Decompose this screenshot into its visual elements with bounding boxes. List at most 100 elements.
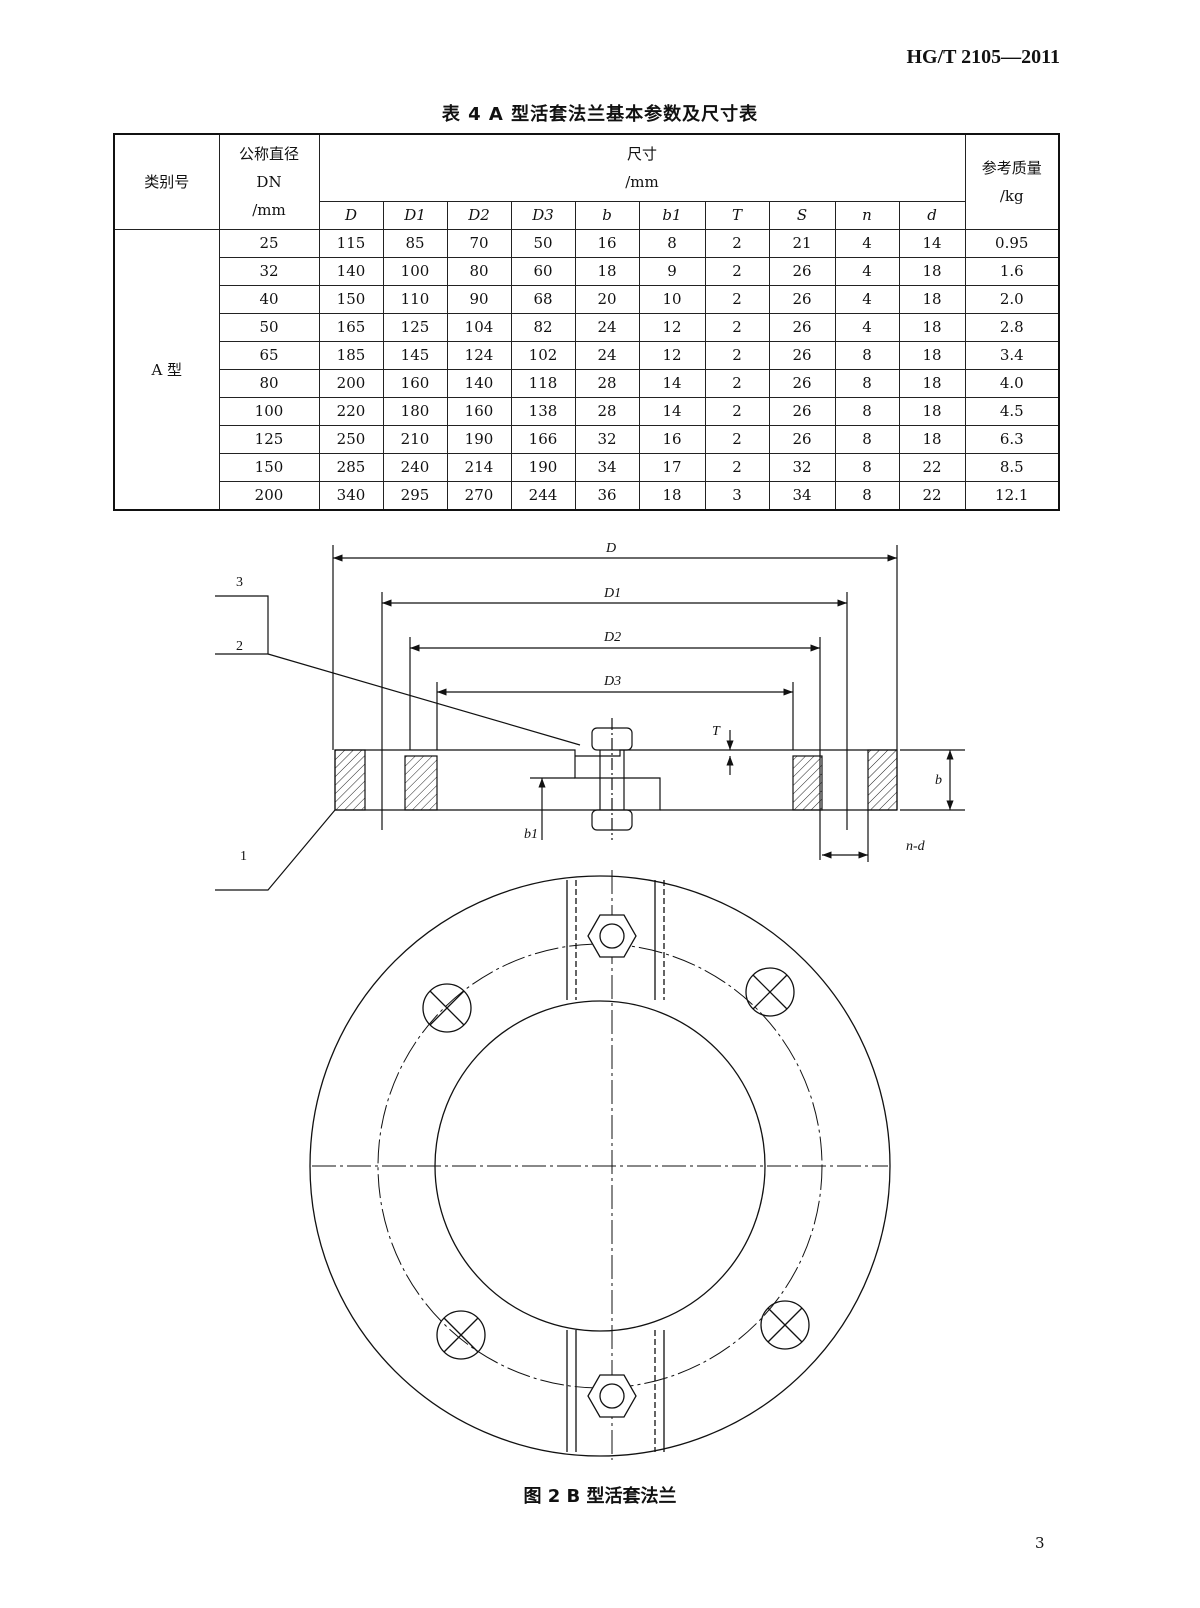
table-cell: 34 xyxy=(574,452,640,482)
table-cell: 2.0 xyxy=(964,284,1060,314)
table-cell: 124 xyxy=(446,340,512,370)
table-cell: 1.6 xyxy=(964,256,1060,286)
table-cell: 214 xyxy=(446,452,512,482)
header-mass-line: /kg xyxy=(999,186,1024,205)
table-cell: 3 xyxy=(704,480,770,510)
table-cell: 18 xyxy=(574,256,640,286)
table-cell: 68 xyxy=(510,284,576,314)
table-cell: 26 xyxy=(768,284,836,314)
label-b1: b1 xyxy=(524,827,538,842)
table-cell: 295 xyxy=(382,480,448,510)
table-cell: 85 xyxy=(382,228,448,258)
table-cell: 0.95 xyxy=(964,228,1060,258)
header-dn-line: /mm xyxy=(252,200,286,219)
part-2: 2 xyxy=(236,639,243,654)
table-cell: 18 xyxy=(898,256,966,286)
table-cell: 16 xyxy=(638,424,706,454)
part-1: 1 xyxy=(240,849,247,864)
table-cell: 166 xyxy=(510,424,576,454)
table-cell: 4 xyxy=(834,228,900,258)
subheader-d: D xyxy=(318,200,384,230)
subheader-d: d xyxy=(898,200,966,230)
label-D3: D3 xyxy=(603,674,621,689)
table-cell: 240 xyxy=(382,452,448,482)
table-cell: 40 xyxy=(218,284,320,314)
table-cell: 18 xyxy=(898,340,966,370)
label-b: b xyxy=(935,773,942,788)
table-title: 表 4 A 型活套法兰基本参数及尺寸表 xyxy=(441,104,759,125)
table-cell: 32 xyxy=(768,452,836,482)
table-cell: 6.3 xyxy=(964,424,1060,454)
header-dims-line: 尺寸 xyxy=(626,144,657,163)
table-cell: 12.1 xyxy=(964,480,1060,510)
table-cell: 26 xyxy=(768,256,836,286)
table-cell: 4.5 xyxy=(964,396,1060,426)
table-cell: 26 xyxy=(768,368,836,398)
table-cell: 17 xyxy=(638,452,706,482)
table-cell: 2 xyxy=(704,452,770,482)
table-cell: 14 xyxy=(638,368,706,398)
table-cell: 190 xyxy=(510,452,576,482)
table-cell: 28 xyxy=(574,368,640,398)
table-cell: 12 xyxy=(638,340,706,370)
header-dn-line: 公称直径 xyxy=(238,144,299,163)
header-dn-line: DN xyxy=(256,172,282,191)
table-cell: 2 xyxy=(704,228,770,258)
header-dims: 尺寸 /mm xyxy=(318,133,966,202)
table-cell: 65 xyxy=(218,340,320,370)
table-cell: 150 xyxy=(218,452,320,482)
table-cell: 138 xyxy=(510,396,576,426)
table-cell: 200 xyxy=(318,368,384,398)
header-mass-line: 参考质量 xyxy=(981,158,1042,177)
category-cell: A 型 xyxy=(113,228,220,510)
dimension-labels: D D1 D2 D3 T b b1 n-d xyxy=(524,541,942,854)
subheader-d3: D3 xyxy=(510,200,576,230)
table-cell: 8 xyxy=(834,368,900,398)
part-3: 3 xyxy=(236,575,243,590)
bolt-holes xyxy=(422,967,810,1360)
table-cell: 160 xyxy=(446,396,512,426)
table-cell: 80 xyxy=(446,256,512,286)
section-view xyxy=(215,545,965,891)
table-cell: 18 xyxy=(638,480,706,510)
table-cell: 4 xyxy=(834,312,900,342)
table-cell: 90 xyxy=(446,284,512,314)
label-D2: D2 xyxy=(603,630,621,645)
table-cell: 2 xyxy=(704,396,770,426)
label-D: D xyxy=(605,541,616,556)
part-numbers: 3 2 1 xyxy=(236,575,247,864)
table-cell: 14 xyxy=(638,396,706,426)
table-cell: 18 xyxy=(898,312,966,342)
table-cell: 36 xyxy=(574,480,640,510)
table-cell: 26 xyxy=(768,312,836,342)
table-cell: 2 xyxy=(704,256,770,286)
table-cell: 190 xyxy=(446,424,512,454)
figure-caption: 图 2 B 型活套法兰 xyxy=(523,1486,677,1507)
table-cell: 340 xyxy=(318,480,384,510)
header-mass: 参考质量 /kg xyxy=(964,133,1060,230)
table-cell: 100 xyxy=(218,396,320,426)
table-cell: 165 xyxy=(318,312,384,342)
table-cell: 18 xyxy=(898,424,966,454)
table-cell: 12 xyxy=(638,312,706,342)
table-cell: 180 xyxy=(382,396,448,426)
table-cell: 4.0 xyxy=(964,368,1060,398)
table-cell: 285 xyxy=(318,452,384,482)
subheader-s: S xyxy=(768,200,836,230)
table-cell: 244 xyxy=(510,480,576,510)
standard-number: HG/T 2105—2011 xyxy=(906,46,1060,68)
table-cell: 210 xyxy=(382,424,448,454)
label-n-d: n-d xyxy=(906,839,926,854)
table-cell: 26 xyxy=(768,424,836,454)
label-D1: D1 xyxy=(603,586,621,601)
